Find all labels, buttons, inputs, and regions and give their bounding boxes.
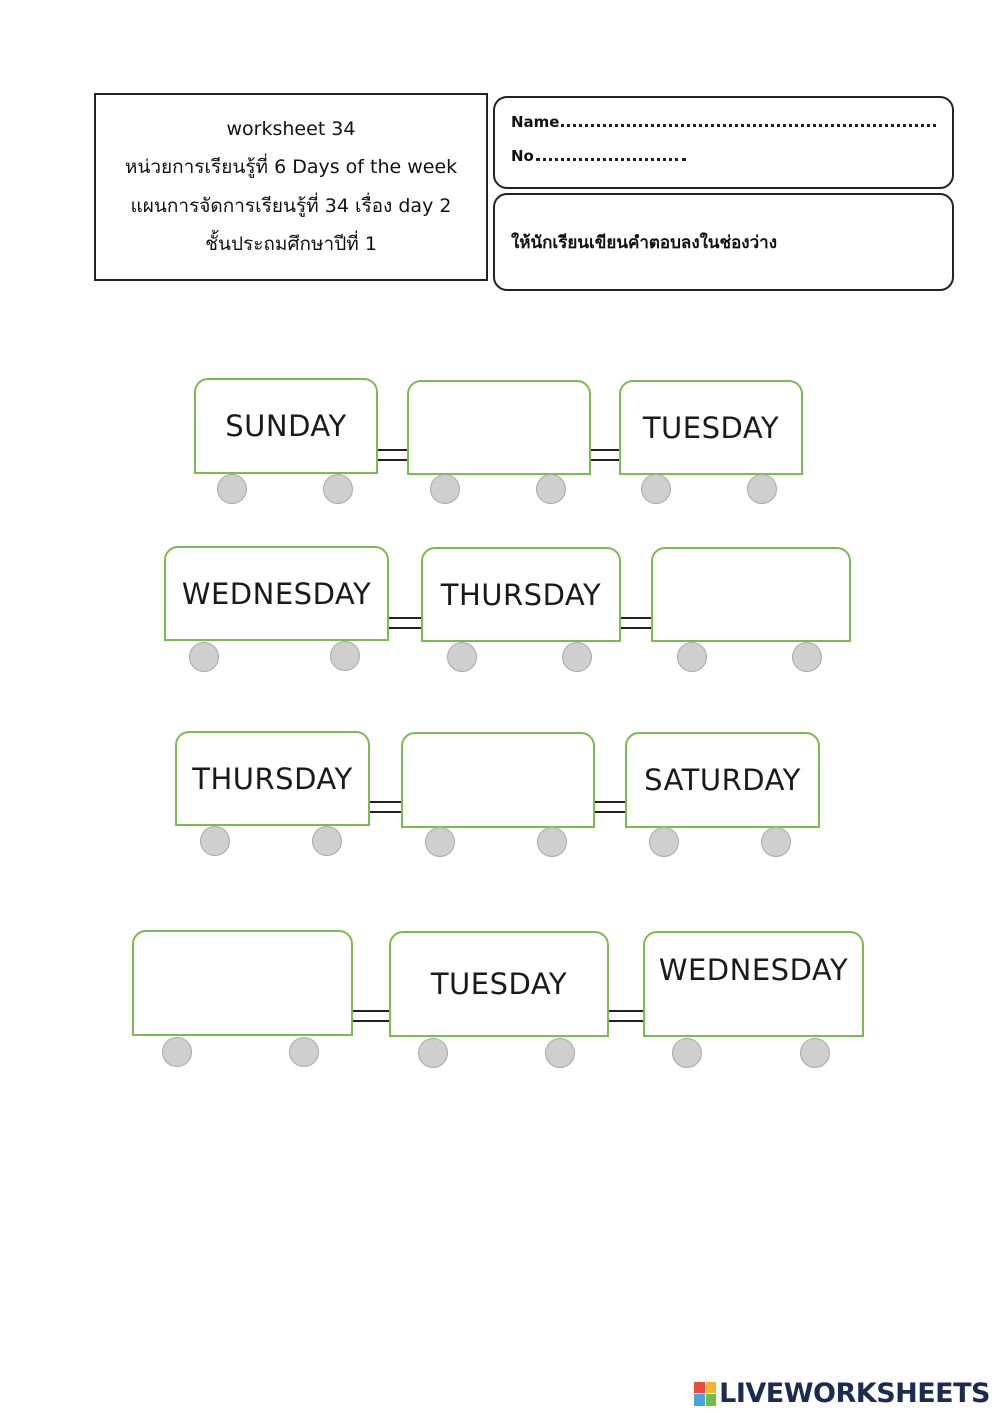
number-field[interactable]: No xyxy=(511,146,936,180)
train-car: THURSDAY xyxy=(421,547,621,642)
train-car: WEDNESDAY xyxy=(164,546,389,641)
grade-level: ชั้นประถมศึกษาปีที่ 1 xyxy=(205,233,377,256)
number-dotted-line[interactable] xyxy=(535,146,686,161)
wheel xyxy=(312,826,342,856)
wheel xyxy=(330,641,360,671)
train-car: SUNDAY xyxy=(194,378,378,474)
day-label: TUESDAY xyxy=(642,410,780,445)
train-car: SATURDAY xyxy=(625,732,820,828)
day-label: SUNDAY xyxy=(225,409,347,443)
train-coupler xyxy=(352,1010,390,1022)
train-car-answer-blank[interactable] xyxy=(651,547,851,642)
train-car-answer-blank[interactable] xyxy=(401,732,595,828)
wheel xyxy=(800,1038,830,1068)
train-coupler xyxy=(590,449,620,461)
wheel xyxy=(536,474,566,504)
day-label: THURSDAY xyxy=(440,577,602,612)
student-info-box: Name No xyxy=(493,96,954,189)
day-label: WEDNESDAY xyxy=(658,953,849,987)
worksheet-title-box: worksheet 34 หน่วยการเรียนรู้ที่ 6 Days … xyxy=(94,93,488,281)
wheel xyxy=(677,642,707,672)
wheel xyxy=(162,1037,192,1067)
lesson-plan: แผนการจัดการเรียนรู้ที่ 34 เรื่อง day 2 xyxy=(130,194,452,217)
name-field[interactable]: Name xyxy=(511,112,936,146)
train-coupler xyxy=(620,617,652,629)
instruction-text: ให้นักเรียนเขียนคำตอบลงในช่องว่าง xyxy=(511,232,777,253)
liveworksheets-logo-icon xyxy=(694,1381,717,1406)
wheel xyxy=(323,474,353,504)
wheel xyxy=(761,827,791,857)
logo-square xyxy=(705,1394,717,1406)
day-label: SATURDAY xyxy=(644,763,801,797)
wheel xyxy=(447,642,477,672)
wheel xyxy=(545,1038,575,1068)
wheel xyxy=(430,474,460,504)
train-coupler xyxy=(594,801,626,813)
wheel xyxy=(649,827,679,857)
train-car: TUESDAY xyxy=(389,931,609,1037)
wheel xyxy=(200,826,230,856)
logo-square xyxy=(705,1381,717,1393)
day-label: TUESDAY xyxy=(430,967,568,1001)
train-car: THURSDAY xyxy=(175,731,370,826)
train-car-answer-blank[interactable] xyxy=(407,380,591,475)
train-coupler xyxy=(608,1010,644,1022)
wheel xyxy=(189,642,219,672)
instruction-box: ให้นักเรียนเขียนคำตอบลงในช่องว่าง xyxy=(493,193,954,291)
logo-square xyxy=(694,1394,705,1406)
day-label: WEDNESDAY xyxy=(181,576,372,611)
wheel xyxy=(672,1038,702,1068)
brand-name: LIVEWORKSHEETS xyxy=(719,1378,990,1409)
wheel xyxy=(425,827,455,857)
train-coupler xyxy=(369,801,402,813)
wheel xyxy=(641,474,671,504)
train-car: TUESDAY xyxy=(619,380,803,475)
liveworksheets-brand: LIVEWORKSHEETS xyxy=(694,1378,990,1409)
train-coupler xyxy=(377,449,408,461)
name-dotted-line[interactable] xyxy=(561,112,936,127)
wheel xyxy=(562,642,592,672)
day-label: THURSDAY xyxy=(192,761,353,796)
train-car: WEDNESDAY xyxy=(643,931,864,1037)
wheel xyxy=(418,1038,448,1068)
number-label: No xyxy=(511,147,534,165)
wheel xyxy=(747,474,777,504)
logo-square xyxy=(694,1381,705,1393)
train-car-answer-blank[interactable] xyxy=(132,930,353,1036)
wheel xyxy=(289,1037,319,1067)
train-coupler xyxy=(388,617,422,629)
name-label: Name xyxy=(511,113,560,131)
wheel xyxy=(792,642,822,672)
wheel xyxy=(537,827,567,857)
learning-unit: หน่วยการเรียนรู้ที่ 6 Days of the week xyxy=(124,156,458,179)
worksheet-number: worksheet 34 xyxy=(226,117,356,140)
wheel xyxy=(217,474,247,504)
